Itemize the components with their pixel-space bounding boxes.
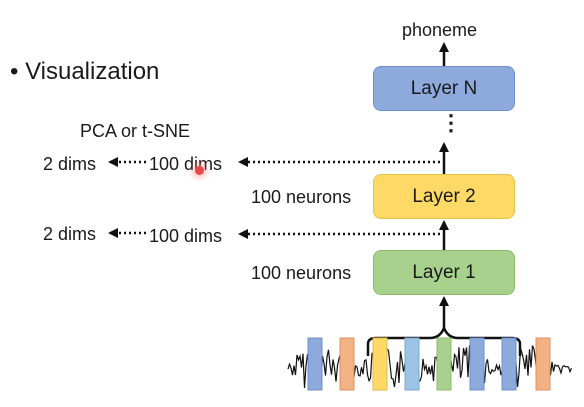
audio-waveform [287, 345, 573, 390]
method-label: PCA or t-SNE [80, 121, 191, 141]
lower-target-dims: 2 dims [43, 224, 97, 244]
frame-blue-2 [469, 337, 485, 391]
layer2-neuron-count: 100 neurons [251, 187, 352, 207]
layer-1-label: Layer 1 [412, 261, 476, 283]
vertical-ellipsis: ⋮ [440, 110, 462, 135]
layer-n-label: Layer N [410, 77, 478, 99]
layer-2-box: Layer 2 [373, 174, 515, 219]
frame-blue-3 [501, 337, 517, 391]
layer1-neuron-count: 100 neurons [251, 263, 352, 283]
layer-n-box: Layer N [373, 66, 515, 111]
lower-source-dims: 100 dims [149, 226, 223, 246]
upper-target-dims: 2 dims [43, 154, 97, 174]
output-label: phoneme [402, 20, 478, 40]
pointer-dot [195, 166, 204, 175]
layer-2-label: Layer 2 [412, 185, 476, 207]
frame-yellow-1 [372, 337, 388, 391]
title-text: Visualization [25, 58, 160, 85]
frame-orange-2 [535, 337, 551, 391]
slide-title: • Visualization [10, 58, 159, 86]
acoustic-frames [307, 337, 551, 391]
frame-orange-1 [339, 337, 355, 391]
layer-1-box: Layer 1 [373, 250, 515, 295]
frame-lightblue-1 [404, 337, 420, 391]
frame-green-1 [436, 337, 452, 391]
bullet-icon: • [10, 58, 19, 85]
frame-blue-1 [307, 337, 323, 391]
